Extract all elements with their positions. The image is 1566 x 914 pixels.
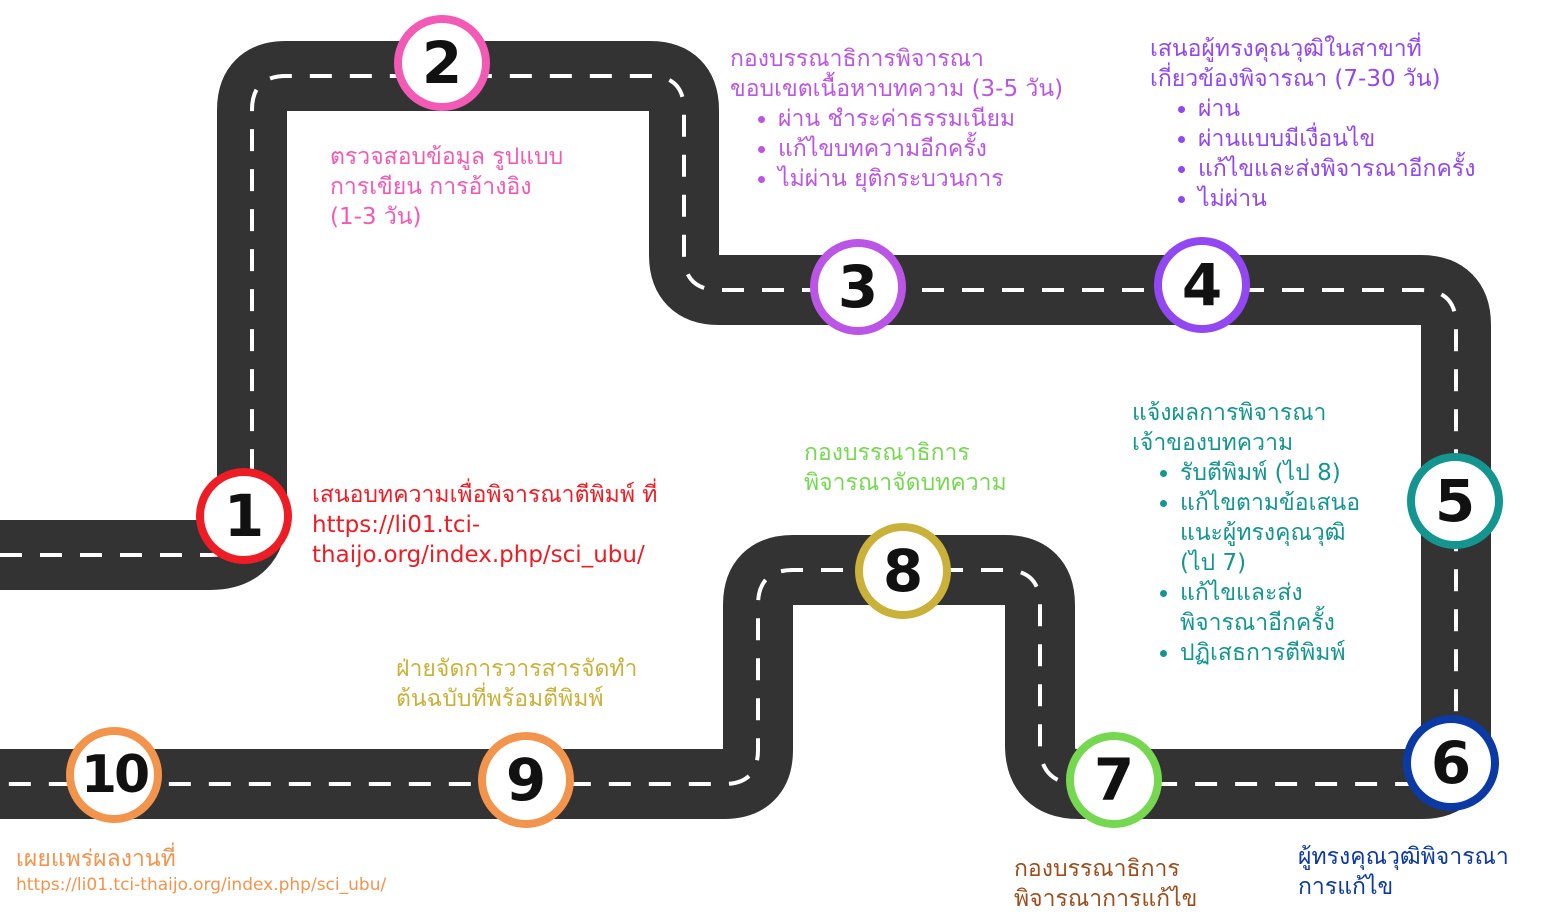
- step-8-label: กองบรรณาธิการ พิจารณาจัดบทความ: [804, 438, 1007, 498]
- step-4-label: เสนอผู้ทรงคุณวุฒิในสาขาที่ เกี่ยวข้องพิจ…: [1150, 34, 1475, 214]
- milestone-6: 6: [1403, 715, 1499, 811]
- step-4-bullet-list: ผ่าน ผ่านแบบมีเงื่อนไข แก้ไขและส่งพิจารณ…: [1150, 94, 1475, 214]
- step-4-bullet: ผ่าน: [1198, 94, 1475, 124]
- step-9-line-1: ฝ่ายจัดการวารสารจัดทำ: [396, 656, 638, 682]
- step-4-bullet: ผ่านแบบมีเงื่อนไข: [1198, 124, 1475, 154]
- step-5-bullet-revise: แก้ไขตามข้อเสนอ แนะผู้ทรงคุณวุฒิ (ไป 7): [1180, 488, 1360, 578]
- lane-marking-lower: [0, 568, 1458, 786]
- step-5-line-2: เจ้าของบทความ: [1132, 430, 1294, 456]
- step-7-label: กองบรรณาธิการ พิจารณาการแก้ไข: [1014, 854, 1197, 914]
- step-6-label: ผู้ทรงคุณวุฒิพิจารณา การแก้ไข: [1298, 842, 1509, 902]
- step-5-bullet-accept: รับตีพิมพ์ (ไป 8): [1180, 458, 1360, 488]
- step-3-bullet: แก้ไขบทความอีกครั้ง: [778, 134, 1063, 164]
- step-2-label: ตรวจสอบข้อมูล รูปแบบ การเขียน การอ้างอิง…: [330, 142, 563, 232]
- step-7-line-1: กองบรรณาธิการ: [1014, 856, 1180, 882]
- step-10-url: https://li01.tci-thaijo.org/index.php/sc…: [16, 875, 387, 895]
- step-2-line-2: การเขียน การอ้างอิง: [330, 174, 532, 200]
- milestone-3: 3: [810, 239, 906, 335]
- step-8-line-2: พิจารณาจัดบทความ: [804, 470, 1007, 496]
- step-9-label: ฝ่ายจัดการวารสารจัดทำ ต้นฉบับที่พร้อมตีพ…: [396, 654, 637, 714]
- milestone-10: 10: [66, 727, 162, 823]
- step-4-line-1: เสนอผู้ทรงคุณวุฒิในสาขาที่: [1150, 36, 1422, 62]
- step-3-line-2: ขอบเขตเนื้อหาบทความ (3-5 วัน): [730, 76, 1064, 102]
- step-1-line-1: เสนอบทความเพื่อพิจารณาตีพิมพ์ ที่: [312, 482, 658, 508]
- step-2-line-1: ตรวจสอบข้อมูล รูปแบบ: [330, 144, 564, 170]
- step-4-bullet: ไม่ผ่าน: [1198, 184, 1475, 214]
- milestone-1: 1: [196, 468, 292, 564]
- milestone-9: 9: [478, 732, 574, 828]
- step-2-line-3: (1-3 วัน): [330, 204, 422, 230]
- step-10-line-1: เผยแพร่ผลงานที่: [16, 846, 176, 872]
- milestone-8: 8: [855, 523, 951, 619]
- milestone-5: 5: [1407, 453, 1503, 549]
- step-5-bullet-list: รับตีพิมพ์ (ไป 8) แก้ไขตามข้อเสนอ แนะผู้…: [1132, 458, 1360, 668]
- step-3-bullet-list: ผ่าน ชำระค่าธรรมเนียม แก้ไขบทความอีกครั้…: [730, 104, 1063, 194]
- step-3-bullet: ไม่ผ่าน ยุติกระบวนการ: [778, 164, 1063, 194]
- step-5-bullet-reject: ปฏิเสธการตีพิมพ์: [1180, 638, 1360, 668]
- lane-marking-upper: [0, 74, 1458, 730]
- step-4-line-2: เกี่ยวข้องพิจารณา (7-30 วัน): [1150, 66, 1441, 92]
- step-3-label: กองบรรณาธิการพิจารณา ขอบเขตเนื้อหาบทความ…: [730, 44, 1063, 194]
- step-8-line-1: กองบรรณาธิการ: [804, 440, 970, 466]
- step-1-label: เสนอบทความเพื่อพิจารณาตีพิมพ์ ที่ https:…: [312, 480, 657, 570]
- step-1-url-line-1: https://li01.tci-: [312, 512, 481, 538]
- step-5-label: แจ้งผลการพิจารณา เจ้าของบทความ รับตีพิมพ…: [1132, 398, 1360, 668]
- step-3-bullet: ผ่าน ชำระค่าธรรมเนียม: [778, 104, 1063, 134]
- step-6-line-1: ผู้ทรงคุณวุฒิพิจารณา: [1298, 844, 1509, 870]
- step-3-line-1: กองบรรณาธิการพิจารณา: [730, 46, 984, 72]
- step-6-line-2: การแก้ไข: [1298, 874, 1394, 900]
- step-10-label: เผยแพร่ผลงานที่ https://li01.tci-thaijo.…: [16, 844, 386, 896]
- step-4-bullet: แก้ไขและส่งพิจารณาอีกครั้ง: [1198, 154, 1475, 184]
- step-9-line-2: ต้นฉบับที่พร้อมตีพิมพ์: [396, 686, 604, 712]
- step-5-bullet-resubmit: แก้ไขและส่ง พิจารณาอีกครั้ง: [1180, 578, 1360, 638]
- step-5-line-1: แจ้งผลการพิจารณา: [1132, 400, 1327, 426]
- step-1-url-line-2: thaijo.org/index.php/sci_ubu/: [312, 542, 645, 568]
- milestone-4: 4: [1154, 237, 1250, 333]
- milestone-2: 2: [394, 15, 490, 111]
- milestone-7: 7: [1066, 732, 1162, 828]
- step-7-line-2: พิจารณาการแก้ไข: [1014, 886, 1198, 912]
